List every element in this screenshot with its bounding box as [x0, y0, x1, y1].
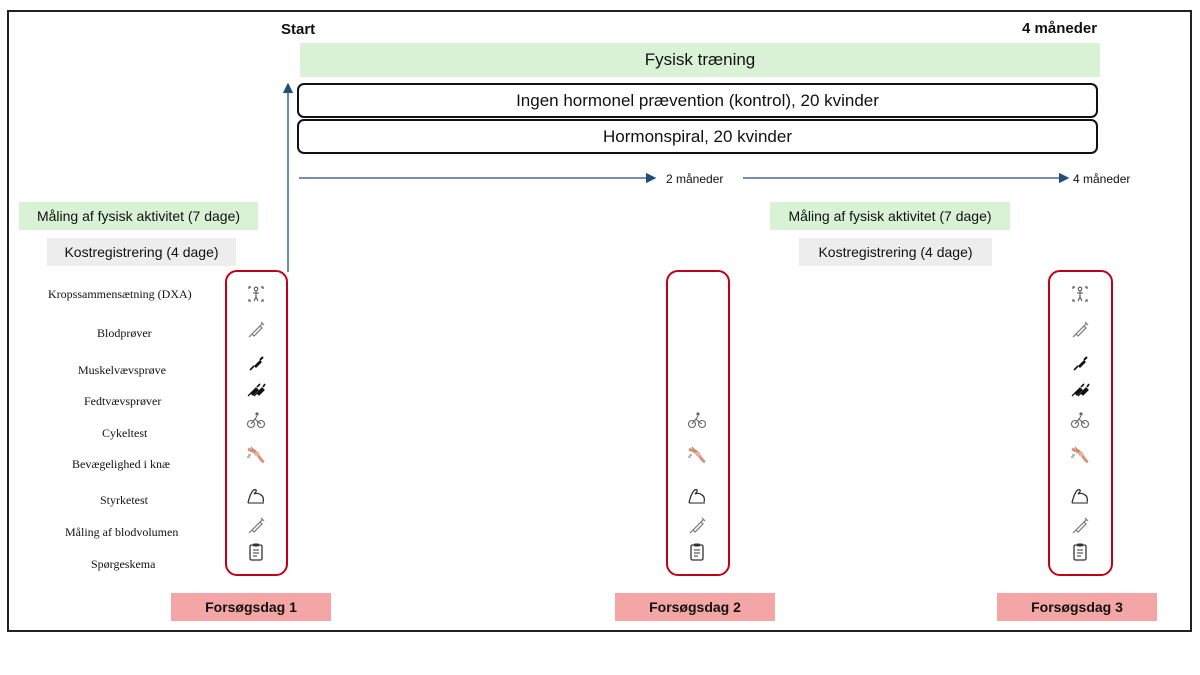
syringe-icon [686, 515, 708, 537]
syringe-icon [1069, 515, 1091, 537]
label-2-months: 2 måneder [666, 172, 724, 186]
syringe-icon [245, 319, 267, 341]
knee-icon [1069, 443, 1091, 465]
test-label-questionnaire: Spørgeskema [91, 557, 156, 571]
pre-diet-registration: Kostregistrering (4 dage) [47, 238, 236, 266]
biopsy-needle-icon [245, 352, 267, 374]
flexed-arm-icon [245, 485, 267, 507]
dxa-scan-icon [1069, 283, 1091, 305]
test-label-dxa: Kropssammensætning (DXA) [48, 287, 192, 301]
knee-icon [686, 443, 708, 465]
test-label-muscle: Muskelvævsprøve [78, 363, 166, 377]
day2-label: Forsøgsdag 2 [615, 593, 775, 621]
biopsy-needle-icon [1069, 352, 1091, 374]
timeline-end-label: 4 måneder [1022, 20, 1098, 37]
day3-tests-box [1048, 270, 1113, 576]
test-label-fat: Fedtvævsprøver [84, 394, 162, 408]
cyclist-icon [1069, 409, 1091, 431]
day2-tests-box [666, 270, 730, 576]
figure-frame [7, 10, 1192, 632]
test-label-blood-volume: Måling af blodvolumen [65, 525, 179, 539]
dxa-scan-icon [245, 283, 267, 305]
knee-icon [245, 443, 267, 465]
day3-label: Forsøgsdag 3 [997, 593, 1157, 621]
test-label-cycle: Cykeltest [102, 426, 148, 440]
clipboard-icon [686, 541, 708, 563]
training-bar: Fysisk træning [300, 43, 1100, 77]
post-activity-measurement: Måling af fysisk aktivitet (7 dage) [770, 202, 1010, 230]
label-4-months: 4 måneder [1073, 172, 1131, 186]
pre-activity-measurement: Måling af fysisk aktivitet (7 dage) [19, 202, 258, 230]
double-biopsy-needle-icon [245, 378, 267, 400]
control-group-bar: Ingen hormonel prævention (kontrol), 20 … [297, 83, 1098, 118]
flexed-arm-icon [686, 485, 708, 507]
syringe-icon [1069, 319, 1091, 341]
cyclist-icon [686, 409, 708, 431]
clipboard-icon [245, 541, 267, 563]
spiral-group-bar: Hormonspiral, 20 kvinder [297, 119, 1098, 154]
post-diet-registration: Kostregistrering (4 dage) [799, 238, 992, 266]
double-biopsy-needle-icon [1069, 378, 1091, 400]
day1-label: Forsøgsdag 1 [171, 593, 331, 621]
cyclist-icon [245, 409, 267, 431]
clipboard-icon [1069, 541, 1091, 563]
test-label-blood: Blodprøver [97, 326, 152, 340]
syringe-icon [245, 515, 267, 537]
test-label-knee: Bevægelighed i knæ [72, 457, 170, 471]
test-label-strength: Styrketest [100, 493, 148, 507]
timeline-start-label: Start [281, 21, 316, 38]
flexed-arm-icon [1069, 485, 1091, 507]
day1-tests-box [225, 270, 288, 576]
